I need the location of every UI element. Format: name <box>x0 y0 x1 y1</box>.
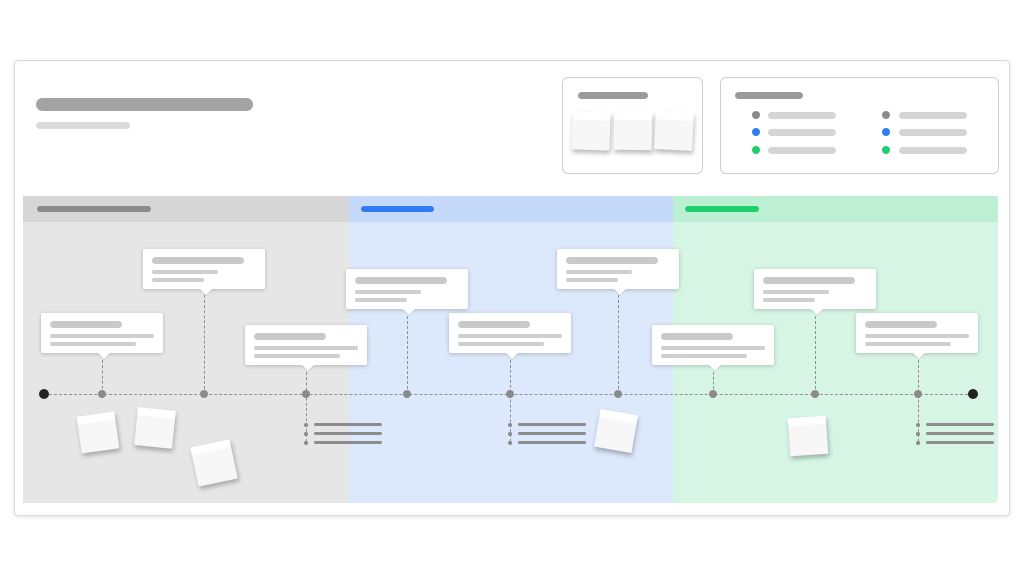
timeline-node-icon[interactable] <box>914 390 922 398</box>
milestone-card[interactable] <box>41 313 163 359</box>
legend-dot-blue <box>752 128 760 136</box>
legend-label <box>768 147 836 154</box>
sticky-notes-panel <box>562 77 703 174</box>
milestone-detail-list <box>303 422 385 446</box>
sticky-notes-panel-title <box>578 92 648 99</box>
phase-lane-1-label <box>37 206 151 212</box>
sticky-note-icon[interactable] <box>613 111 653 151</box>
milestone-card[interactable] <box>652 325 774 371</box>
milestone-connector <box>306 372 307 442</box>
milestone-card[interactable] <box>856 313 978 359</box>
timeline-node-icon[interactable] <box>200 390 208 398</box>
milestone-connector <box>815 316 816 394</box>
sticky-note-icon[interactable] <box>787 415 829 457</box>
phase-lane-3-label <box>685 206 759 212</box>
milestone-connector <box>102 360 103 394</box>
timeline-node-icon[interactable] <box>506 390 514 398</box>
milestone-connector <box>407 316 408 394</box>
sticky-note-icon[interactable] <box>190 439 238 487</box>
milestone-card[interactable] <box>346 269 468 315</box>
milestone-card[interactable] <box>143 249 265 295</box>
legend-dot-gray <box>882 111 890 119</box>
milestone-connector <box>713 372 714 394</box>
milestone-connector <box>618 295 619 394</box>
legend-label <box>768 112 836 119</box>
board-title <box>36 98 253 111</box>
legend-dot-gray <box>752 111 760 119</box>
timeline-node-icon[interactable] <box>811 390 819 398</box>
legend-panel <box>720 77 999 174</box>
timeline-node-icon[interactable] <box>98 390 106 398</box>
timeline-node-icon[interactable] <box>614 390 622 398</box>
sticky-note-icon[interactable] <box>654 111 694 151</box>
milestone-card[interactable] <box>449 313 571 359</box>
timeline-node-icon[interactable] <box>302 390 310 398</box>
milestone-card[interactable] <box>754 269 876 315</box>
board-subtitle <box>36 122 130 129</box>
legend-label <box>899 112 967 119</box>
milestone-card[interactable] <box>557 249 679 295</box>
legend-dot-blue <box>882 128 890 136</box>
milestone-detail-list <box>507 422 589 446</box>
timeline-node-icon[interactable] <box>709 390 717 398</box>
milestone-detail-list <box>915 422 997 446</box>
timeline-endpoint-icon <box>39 389 49 399</box>
timeline-endpoint-icon <box>968 389 978 399</box>
sticky-note-icon[interactable] <box>76 411 120 454</box>
milestone-card[interactable] <box>245 325 367 371</box>
milestone-connector <box>204 295 205 394</box>
legend-label <box>899 147 967 154</box>
legend-dot-green <box>882 146 890 154</box>
sticky-note-icon[interactable] <box>593 408 639 454</box>
legend-title <box>735 92 803 99</box>
phase-lane-2-label <box>361 206 434 212</box>
legend-dot-green <box>752 146 760 154</box>
legend-label <box>899 129 967 136</box>
milestone-connector <box>510 360 511 442</box>
milestone-connector <box>918 360 919 442</box>
timeline-node-icon[interactable] <box>403 390 411 398</box>
sticky-note-icon[interactable] <box>571 111 611 151</box>
legend-label <box>768 129 836 136</box>
sticky-note-icon[interactable] <box>134 407 176 449</box>
